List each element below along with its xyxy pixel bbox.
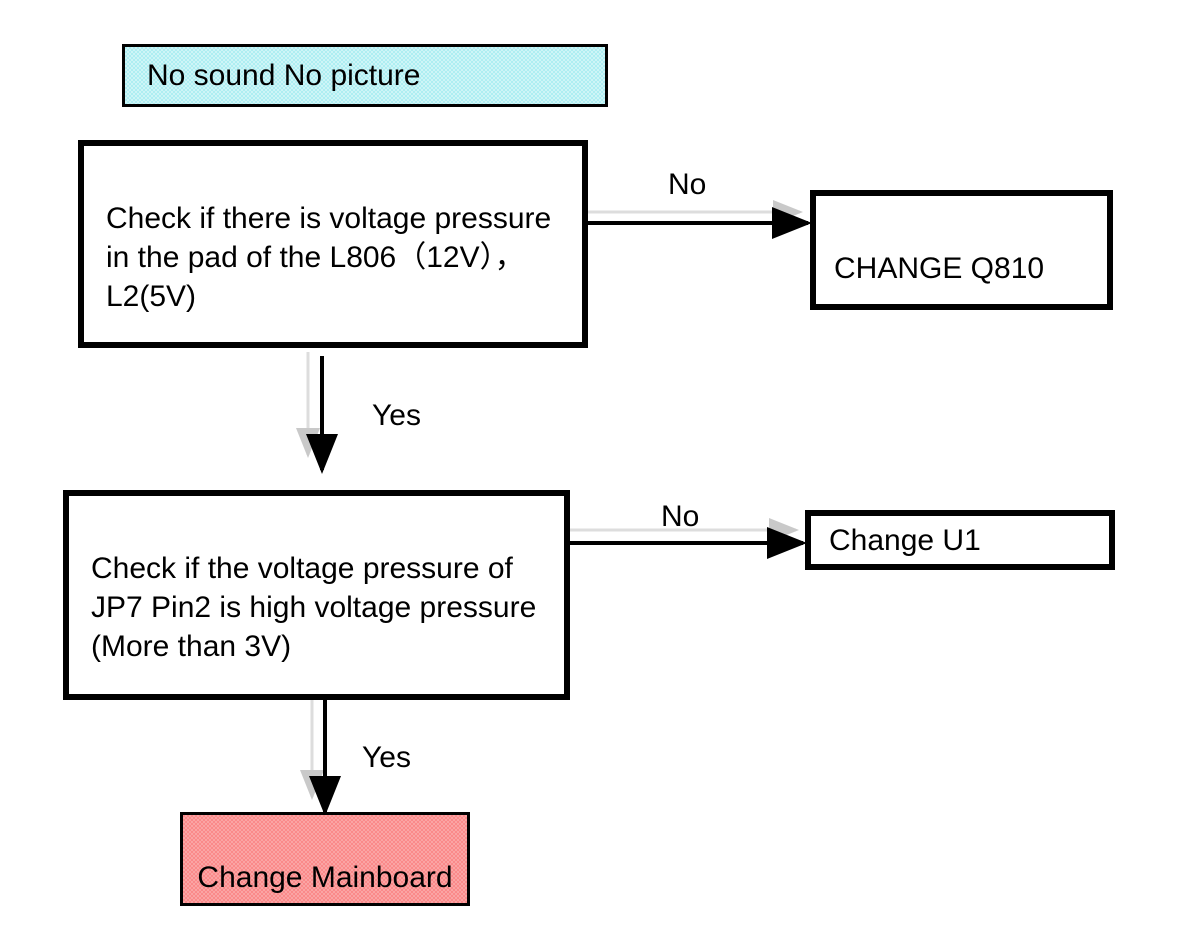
edge-check1-yes <box>296 352 338 474</box>
node-check-jp7-pin2-voltage[interactable]: Check if the voltage pressure of JP7 Pin… <box>63 490 570 700</box>
node-check1-label: Check if there is voltage pressure in th… <box>106 202 552 313</box>
node-start-label: No sound No picture <box>147 59 421 92</box>
edge-check2-yes <box>300 700 341 816</box>
node-change-mainboard[interactable]: Change Mainboard <box>180 812 470 906</box>
edge-label-check1-yes: Yes <box>372 399 421 432</box>
edge-label-check2-no: No <box>661 500 700 533</box>
node-change-u1[interactable]: Change U1 <box>805 510 1115 570</box>
edge-label-check2-yes: Yes <box>362 741 411 774</box>
edge-label-check1-no: No <box>668 168 707 201</box>
node-change-mainboard-label: Change Mainboard <box>197 861 453 894</box>
node-check-l806-l2-voltage[interactable]: Check if there is voltage pressure in th… <box>78 140 588 348</box>
node-change-q810[interactable]: CHANGE Q810 <box>810 190 1113 310</box>
node-check2-label: Check if the voltage pressure of JP7 Pin… <box>91 552 537 663</box>
node-start-no-sound-no-picture[interactable]: No sound No picture <box>122 44 608 107</box>
node-change-q810-label: CHANGE Q810 <box>834 252 1045 285</box>
edge-check1-no <box>570 200 812 239</box>
node-change-u1-label: Change U1 <box>829 523 981 557</box>
